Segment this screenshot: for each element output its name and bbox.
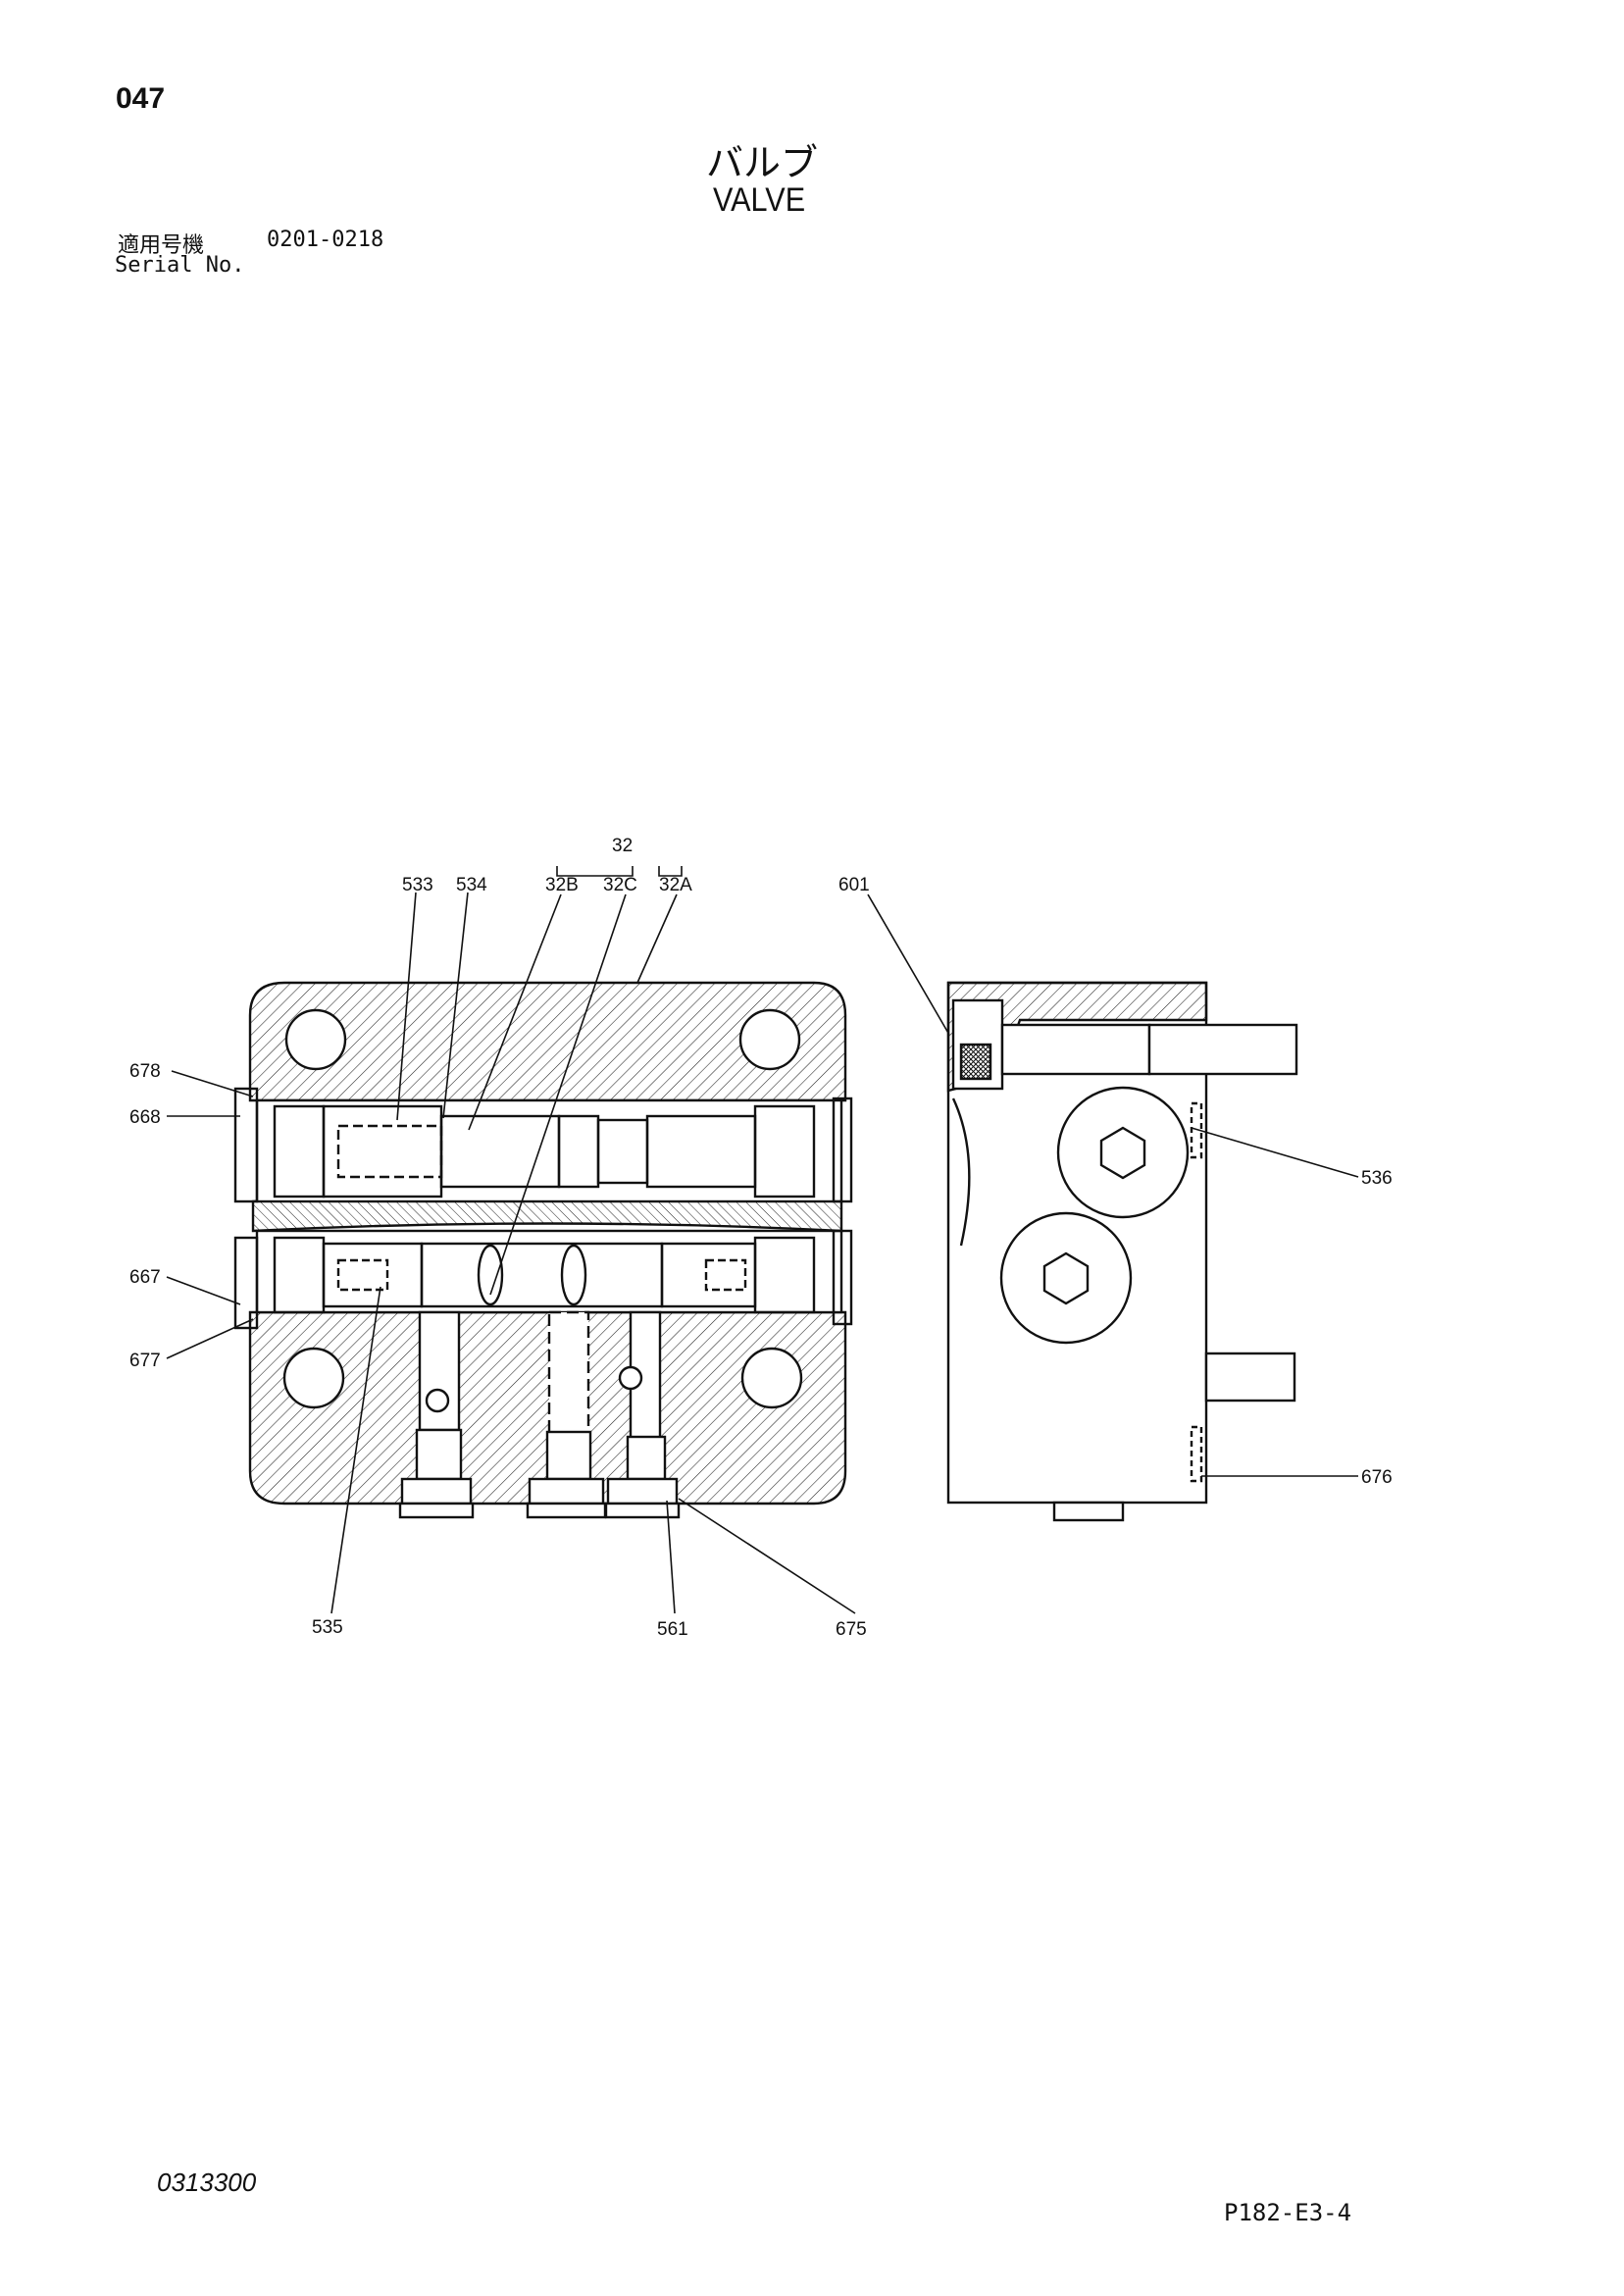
leader-lines bbox=[166, 866, 1359, 1614]
callout-32c: 32C bbox=[603, 875, 637, 895]
title-english: VALVE bbox=[713, 181, 806, 219]
callout-32: 32 bbox=[612, 836, 633, 856]
page-number: 047 bbox=[116, 82, 166, 115]
page-reference: P182-E3-4 bbox=[1224, 2199, 1352, 2226]
mount-hole-br bbox=[740, 1347, 803, 1409]
callout-677: 677 bbox=[129, 1351, 161, 1371]
serial-label-japanese: 適用号機 bbox=[118, 233, 205, 258]
callout-535: 535 bbox=[312, 1617, 343, 1638]
callout-561: 561 bbox=[657, 1619, 688, 1640]
mount-hole-tl bbox=[284, 1008, 347, 1071]
front-section-view bbox=[233, 981, 853, 1519]
serial-range: 0201-0218 bbox=[267, 228, 384, 252]
callout-676: 676 bbox=[1361, 1467, 1393, 1488]
mount-hole-bl bbox=[282, 1347, 345, 1409]
title-japanese: バルブ bbox=[706, 141, 819, 184]
callout-675: 675 bbox=[836, 1619, 867, 1640]
callout-667: 667 bbox=[129, 1267, 161, 1288]
side-view bbox=[946, 981, 1298, 1522]
serial-label-english: Serial No. bbox=[115, 253, 245, 278]
callout-668: 668 bbox=[129, 1107, 161, 1128]
callout-32b: 32B bbox=[545, 875, 579, 895]
callout-678: 678 bbox=[129, 1061, 161, 1082]
callout-533: 533 bbox=[402, 875, 433, 895]
callout-536: 536 bbox=[1361, 1168, 1393, 1189]
callout-534: 534 bbox=[456, 875, 487, 895]
callout-32a: 32A bbox=[659, 875, 692, 895]
mount-hole-tr bbox=[738, 1008, 801, 1071]
knurled-plug bbox=[959, 1043, 992, 1081]
document-code: 0313300 bbox=[157, 2168, 257, 2197]
callout-601: 601 bbox=[838, 875, 870, 895]
callout-labels: 32 533 534 32B 32C 32A 601 678 668 667 6… bbox=[129, 836, 1393, 1640]
